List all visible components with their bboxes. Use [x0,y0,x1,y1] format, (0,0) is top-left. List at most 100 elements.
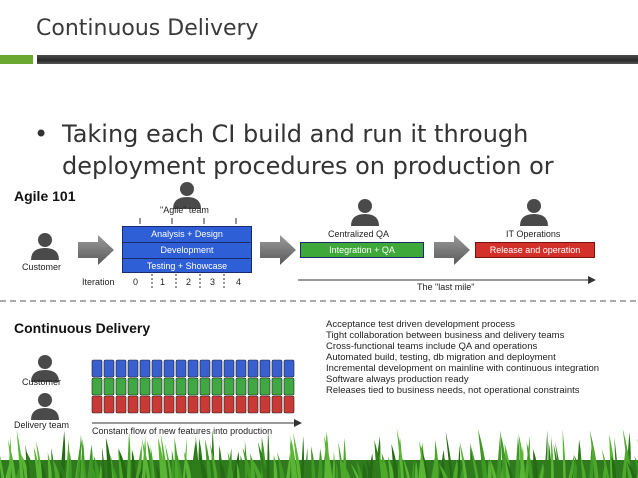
cd-column-block [163,377,175,396]
grass-blade [52,459,60,478]
grass-blade [374,439,382,478]
grass-blade [626,461,637,478]
last-mile-arrow [298,276,596,284]
grass-blade [589,430,599,478]
grass-blade [553,444,560,478]
cd-column-block [247,359,259,378]
grass-blade [487,459,492,478]
last-mile-label: The "last mile" [417,282,475,292]
grass-blade [478,428,488,478]
accent-bar [0,55,33,64]
cd-column-block [211,359,223,378]
cd-column-block [91,395,103,414]
grass-blade [276,452,285,478]
grass-blade [209,443,218,478]
grass-blade [317,448,323,478]
cd-column-block [103,377,115,396]
grass-blade [300,435,304,478]
cd-column-block [163,395,175,414]
grass-blade [41,462,47,478]
grass-blade [323,435,333,478]
cd-column-block [151,377,163,396]
stage-analysis: Analysis + Design [123,227,251,243]
grass-blade [198,452,208,478]
grass-blade [601,448,610,478]
grass-blade [68,451,72,478]
cd-feature-list: Acceptance test driven development proce… [326,319,599,396]
grass-blade [171,449,175,478]
cd-column-block [271,395,283,414]
grass-blade [350,463,360,478]
grass-blade [266,429,270,478]
grass-blade [65,439,70,478]
cd-feature-item: Cross-functional teams include QA and op… [326,341,538,352]
bullet-text: Taking each CI build and run it through … [62,120,554,180]
grass-blade [332,451,335,478]
grass-blade [131,449,136,478]
grass-blade [598,462,601,478]
grass-blade [402,458,407,478]
slide-title: Continuous Delivery [36,16,259,41]
cd-column-block [223,377,235,396]
grass-blade [548,441,552,478]
grass-blade [544,429,548,478]
grass-blade [0,455,5,478]
arrow-qa-to-ops [434,235,470,265]
grass-blade [452,459,458,478]
grass-blade [442,454,452,478]
grass-blade [236,462,240,478]
cd-column-block [91,377,103,396]
diagram-graphics [0,182,638,427]
cd-column-block [283,377,295,396]
grass-blade [293,432,302,478]
grass-blade [551,436,554,478]
agile-team-label: "Agile" team [160,205,209,215]
grass-blade [396,428,405,478]
grass-blade [445,430,454,478]
grass-blade [589,446,594,478]
iteration-tick-1: 1 [160,277,166,287]
grass-blade [580,456,586,478]
cd-column-block [139,377,151,396]
grass-blade [160,434,168,478]
qa-label: Centralized QA [328,229,390,239]
grass-blade [562,429,566,478]
cd-column-block [115,377,127,396]
cd-column-block [115,359,127,378]
grass-blade [414,460,418,478]
grass-blade [25,444,30,478]
grass-blade [118,448,124,478]
grass-blade [574,455,584,478]
iteration-tick-3: 3 [210,277,216,287]
grass-blade [335,460,339,478]
grass-blade [568,454,575,478]
cd-feature-item: Incremental development on mainline with… [326,363,600,374]
grass-blade [164,443,173,478]
grass-blade [515,436,520,478]
cd-column-block [223,395,235,414]
grass-blade [26,451,37,478]
grass-blade [219,458,226,478]
iteration-label: Iteration [82,277,115,287]
iteration-tick-0: 0 [133,277,139,287]
grass-blade [268,463,275,478]
cd-column-block [103,395,115,414]
cd-feature-item: Tight collaboration between business and… [326,330,565,341]
grass-blade [356,459,363,478]
grass-blade [391,443,399,478]
team-tick-marks [139,218,237,224]
cd-column-block [127,377,139,396]
grass-blade [33,447,41,478]
cd-column-block [211,395,223,414]
grass-blade [204,438,212,478]
grass-blade [8,435,12,478]
grass-blade [421,446,429,478]
grass-blade [505,458,513,478]
grass-blade [459,441,468,478]
cd-column-block [259,377,271,396]
cd-customer-label: Customer [22,377,62,387]
grass-blade [614,436,619,478]
cd-feature-item: Software always production ready [326,374,469,385]
grass-blade [183,451,192,478]
grass-blade [60,463,66,478]
